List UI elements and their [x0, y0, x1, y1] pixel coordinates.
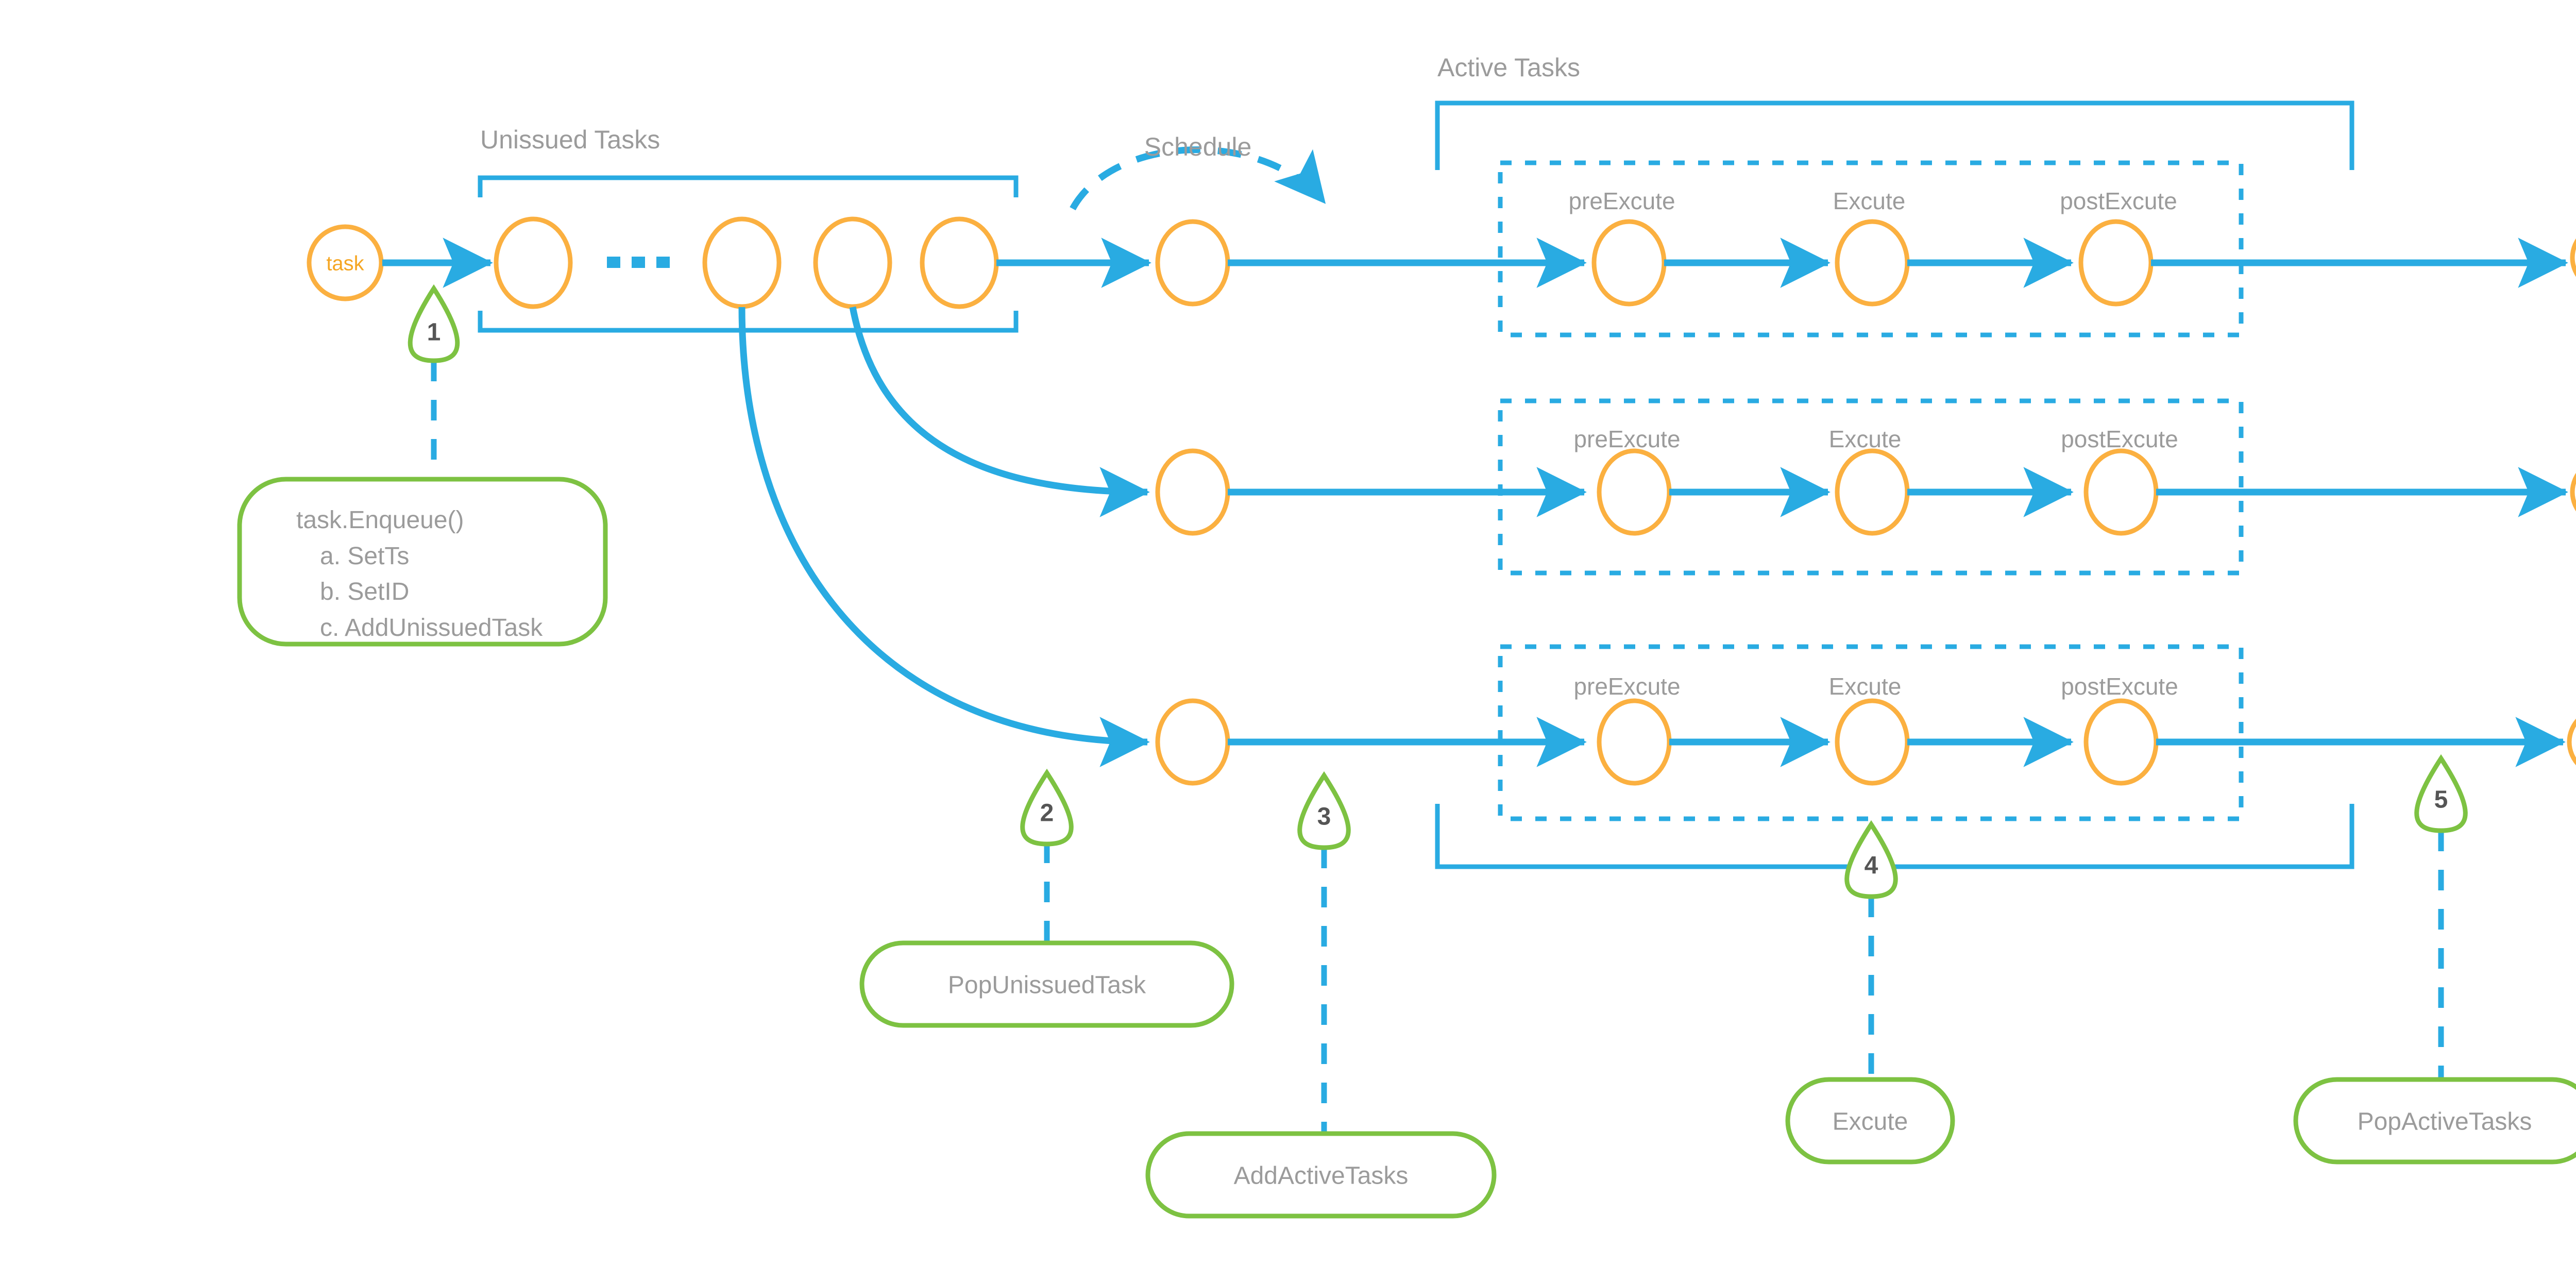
stage-label-postexcute-row-1: postExcute: [2060, 188, 2177, 214]
task-node-label: task: [326, 252, 364, 275]
active-tasks-heading: Active Tasks: [1437, 53, 1580, 82]
stage-node-preexcute-row-1: [1591, 219, 1667, 307]
stage-node-excute-row-2: [1835, 448, 1910, 536]
stage-label-preexcute-row-3: preExcute: [1573, 673, 1681, 700]
queue-ellipsis-dots: [607, 257, 670, 268]
marker-number-1: 1: [427, 318, 441, 346]
sink-node-row-2: [2570, 473, 2576, 512]
schedule-heading: Schedule: [1144, 132, 1252, 161]
stage-label-preexcute-row-1: preExcute: [1568, 188, 1675, 214]
callout-box-enqueue[interactable]: [237, 477, 608, 647]
queue-node-4: [920, 216, 999, 309]
queue-node-3: [813, 216, 892, 309]
stage-label-excute-row-1: Excute: [1833, 188, 1906, 214]
edge-queue-to-row3: [738, 307, 1150, 767]
sink-node-row-3: [2567, 718, 2576, 766]
marker-teardrop-5: [2414, 754, 2468, 833]
stage-label-postexcute-row-3: postExcute: [2061, 673, 2178, 700]
callout-box-pop-unissued[interactable]: [859, 940, 1234, 1028]
dispatch-node-row-3: [1155, 698, 1230, 786]
callout-enqueue-item-c: c. AddUnissuedTask: [320, 614, 543, 642]
pipeline-box-row-3: [1498, 644, 2244, 821]
task-source-node: [307, 224, 384, 301]
stage-node-postexcute-row-1: [2078, 219, 2154, 307]
marker-number-2: 2: [1040, 799, 1054, 827]
stage-node-postexcute-row-2: [2083, 448, 2159, 536]
pipeline-box-row-2: [1498, 398, 2244, 576]
marker-teardrop-3: [1297, 771, 1351, 850]
stage-node-excute-row-3: [1835, 698, 1910, 786]
edge-queue-to-row2: [849, 306, 1150, 517]
stage-label-preexcute-row-2: preExcute: [1573, 426, 1681, 452]
marker-number-4: 4: [1864, 852, 1878, 880]
stage-node-preexcute-row-2: [1597, 448, 1672, 536]
callout-box-pop-active[interactable]: [2293, 1077, 2576, 1165]
callout-add-active-label: AddActiveTasks: [1233, 1162, 1409, 1190]
callout-enqueue-item-a: a. SetTs: [320, 542, 410, 570]
callout-pop-unissued-label: PopUnissuedTask: [947, 971, 1146, 999]
unissued-tasks-bracket: [478, 175, 1019, 333]
marker-teardrop-4: [1844, 820, 1898, 899]
stage-label-excute-row-3: Excute: [1828, 673, 1902, 700]
stage-node-preexcute-row-3: [1597, 698, 1672, 786]
marker-teardrop-2: [1020, 768, 1074, 847]
stage-label-excute-row-2: Excute: [1828, 426, 1902, 452]
stage-node-postexcute-row-3: [2083, 698, 2159, 786]
dispatch-node-row-1: [1155, 219, 1230, 307]
queue-node-2: [702, 216, 782, 309]
callout-enqueue-title: task.Enqueue(): [296, 507, 464, 534]
callout-box-add-active[interactable]: [1145, 1131, 1497, 1219]
callout-enqueue-item-b: b. SetID: [320, 578, 410, 606]
callout-enqueue-content: task.Enqueue() a. SetTs b. SetID c. AddU…: [296, 502, 543, 646]
marker-number-5: 5: [2434, 786, 2448, 814]
marker-number-3: 3: [1317, 803, 1331, 831]
callout-excute-label: Excute: [1832, 1108, 1908, 1136]
sink-node-row-1: [2570, 238, 2576, 277]
queue-node-1: [494, 216, 573, 309]
schedule-dashed-arc: [1070, 146, 1327, 211]
pipeline-box-row-1: [1498, 160, 2244, 338]
dispatch-node-row-2: [1155, 448, 1230, 536]
stage-label-postexcute-row-2: postExcute: [2061, 426, 2178, 452]
stage-node-excute-row-1: [1835, 219, 1910, 307]
callout-pop-active-label: PopActiveTasks: [2357, 1108, 2532, 1136]
marker-teardrop-1: [408, 284, 460, 363]
unissued-tasks-heading: Unissued Tasks: [480, 125, 660, 154]
callout-box-excute[interactable]: [1785, 1077, 1955, 1165]
